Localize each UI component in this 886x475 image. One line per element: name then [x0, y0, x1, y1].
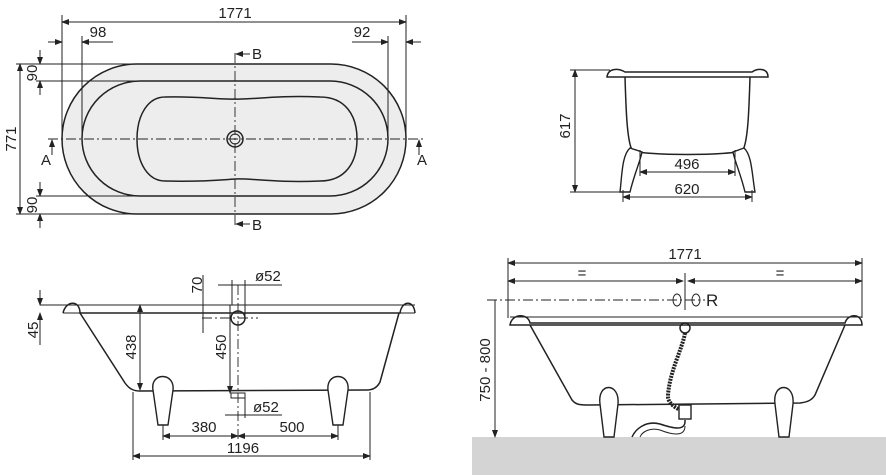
section-a-left: A: [41, 152, 51, 169]
plan-view: 1771 98 92 771 90 90 B B A A: [3, 5, 427, 234]
dim-end-height: 617: [557, 113, 574, 138]
end-foot-right: [732, 147, 756, 193]
dim-rim-top: 90: [24, 65, 41, 82]
tap-label: R: [706, 291, 718, 310]
end-foot-left: [619, 147, 643, 193]
dim-install-height: 750 - 800: [477, 338, 494, 401]
dim-base-length: 1196: [227, 440, 259, 457]
dim-overflow-offset: 70: [189, 277, 206, 294]
install-view: 1771 = = R 750 - 800: [472, 246, 886, 475]
install-body: [529, 324, 846, 406]
end-body: [624, 76, 751, 156]
tap-right-icon: [691, 293, 701, 307]
side-body: [79, 312, 400, 392]
tub-basin: [136, 95, 358, 183]
section-b-top: B: [252, 46, 262, 63]
dim-rim-right: 92: [354, 24, 371, 41]
side-foot-right: [327, 375, 349, 426]
side-foot-left: [152, 375, 174, 426]
tap-left-icon: [672, 293, 682, 307]
dim-feet-inner: 496: [674, 156, 699, 173]
dim-foot-right: 500: [279, 419, 304, 436]
dim-install-length: 1771: [668, 246, 701, 263]
dim-drain-diameter: ø52: [253, 399, 279, 416]
dim-overall-width: 771: [3, 126, 20, 151]
install-foot-left: [599, 387, 619, 438]
section-a-right: A: [417, 152, 427, 169]
dim-rim-bottom: 90: [24, 197, 41, 214]
waste-pipe: [631, 419, 686, 438]
install-foot-right: [774, 387, 794, 438]
dim-rim-left: 98: [90, 24, 107, 41]
floor: [472, 437, 886, 475]
dim-feet-outer: 620: [674, 181, 699, 198]
dim-inner-depth: 438: [123, 334, 140, 359]
dim-equal-right: =: [776, 265, 785, 282]
dim-foot-left: 380: [191, 419, 216, 436]
side-view: 45 438 70 450 ø52 ø52 380 500 1196: [25, 268, 416, 460]
drain-hose: [666, 332, 687, 414]
dim-overflow-diameter: ø52: [255, 268, 281, 285]
dim-rim-thickness: 45: [25, 322, 42, 339]
end-view: 617 496 620: [557, 68, 769, 202]
dim-drain-height: 450: [213, 334, 230, 359]
end-rim: [606, 68, 769, 78]
drain-trap: [678, 404, 692, 420]
dim-equal-left: =: [578, 265, 587, 282]
section-b-bottom: B: [252, 217, 262, 234]
dim-overall-length: 1771: [218, 5, 251, 22]
